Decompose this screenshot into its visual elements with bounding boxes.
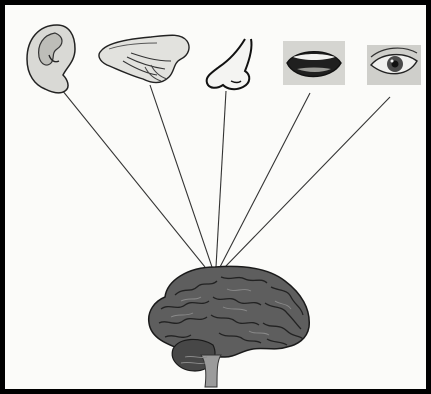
senses-to-brain-diagram bbox=[5, 5, 426, 389]
hand-icon bbox=[99, 35, 189, 82]
line-hand-to-brain bbox=[150, 85, 212, 267]
line-nose-to-brain bbox=[216, 91, 226, 267]
connection-lines bbox=[62, 85, 390, 267]
mouth-icon bbox=[283, 41, 345, 85]
line-mouth-to-brain bbox=[220, 93, 310, 267]
brain-icon bbox=[149, 266, 310, 387]
line-ear-to-brain bbox=[62, 90, 205, 267]
line-eye-to-brain bbox=[225, 97, 390, 267]
nose-icon bbox=[207, 39, 252, 89]
eye-icon bbox=[367, 45, 421, 85]
ear-icon bbox=[27, 25, 75, 93]
